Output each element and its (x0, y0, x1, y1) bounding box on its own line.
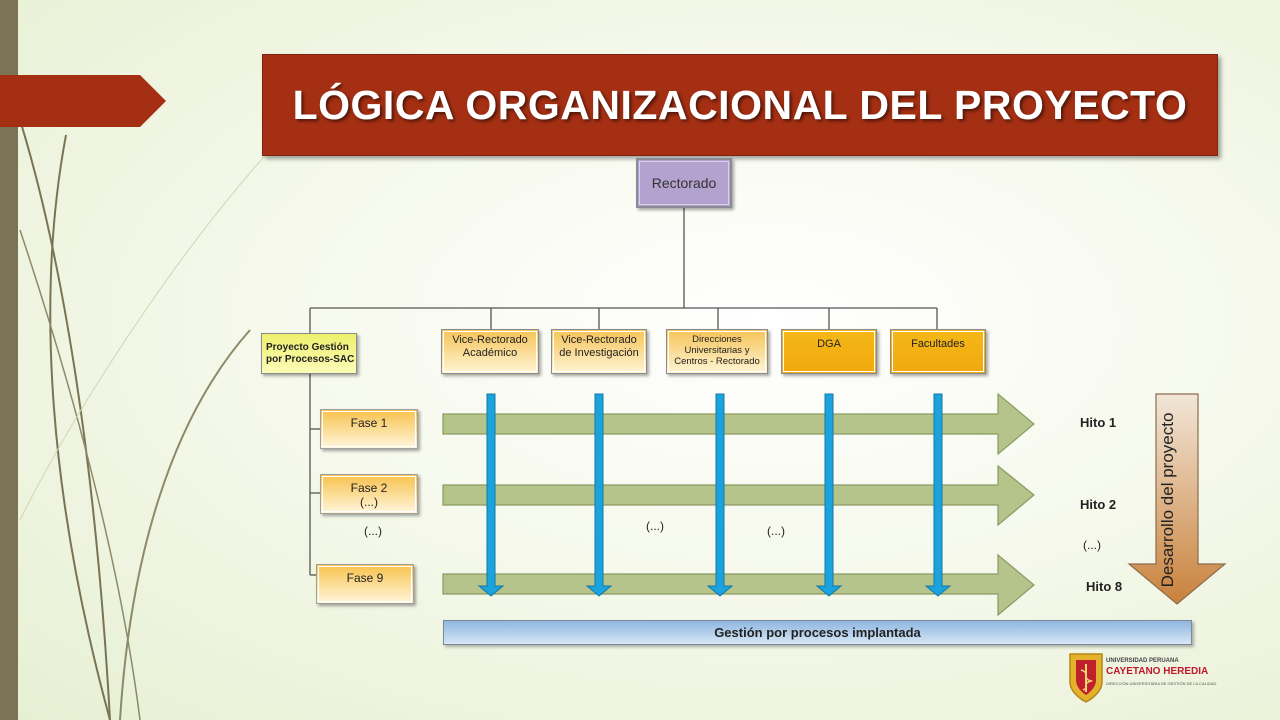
phase-arrow-2 (442, 464, 1035, 527)
ellipsis-milestones: (...) (1083, 538, 1101, 552)
unit-label: Facultades (911, 338, 965, 350)
ellipsis-center-1: (...) (646, 519, 664, 533)
unit-node-dga: DGA (781, 329, 877, 374)
unit-label: Direcciones (692, 334, 742, 345)
phase-label: Fase 1 (350, 416, 388, 430)
unit-label: de Investigación (559, 347, 639, 359)
title-banner: LÓGICA ORGANIZACIONAL DEL PROYECTO (262, 54, 1218, 156)
unit-label: Vice-Rectorado (561, 334, 637, 346)
logo-text-name: CAYETANO HEREDIA (1106, 666, 1209, 677)
project-label-line1: Proyecto Gestión (266, 341, 349, 353)
rectorado-label: Rectorado (651, 175, 717, 191)
logo-text-university: UNIVERSIDAD PERUANA (1106, 658, 1179, 664)
project-label-line2: por Procesos-SAC (266, 353, 355, 365)
unit-node-facultades: Facultades (890, 329, 986, 374)
unit-label: DGA (817, 338, 841, 350)
project-node: Proyecto Gestión por Procesos-SAC (261, 333, 357, 374)
rectorado-node: Rectorado (636, 158, 732, 208)
logo-text-department: DIRECCIÓN UNIVERSITARIA DE GESTIÓN DE LA… (1106, 681, 1217, 686)
left-accent-bar (0, 0, 18, 720)
milestone-2: Hito 2 (1080, 497, 1117, 512)
unit-down-arrow-5 (924, 393, 952, 597)
phase-label: (...) (360, 495, 378, 509)
phase-arrow-1 (442, 392, 1035, 456)
unit-label: Vice-Rectorado (452, 334, 528, 346)
milestone-8: Hito 8 (1086, 579, 1123, 594)
university-shield-logo (1069, 653, 1103, 703)
phase-label: Fase 9 (346, 571, 384, 585)
unit-node-vice-rectorado-investigacion: Vice-Rectorado de Investigación (551, 329, 647, 374)
milestone-1: Hito 1 (1080, 415, 1117, 430)
unit-down-arrow-2 (585, 393, 613, 597)
unit-node-direcciones-universitarias: Direcciones Universitarias y Centros - R… (666, 329, 768, 374)
unit-down-arrow-4 (815, 393, 843, 597)
unit-label: Académico (462, 347, 518, 359)
title-tag-arrow (0, 75, 166, 127)
unit-label: Universitarias y (684, 345, 750, 356)
phase-arrow-9 (442, 553, 1035, 617)
decorative-swoosh-lines (19, 119, 271, 720)
phase-node-1: Fase 1 (320, 409, 418, 449)
unit-down-arrow-1 (477, 393, 505, 597)
development-arrow (1127, 393, 1227, 605)
unit-down-arrow-3 (706, 393, 734, 597)
ellipsis-phases: (...) (364, 524, 382, 538)
development-label: Desarrollo del proyecto (1158, 412, 1177, 588)
phase-label: Fase 2 (350, 481, 388, 495)
page-title: LÓGICA ORGANIZACIONAL DEL PROYECTO (292, 81, 1188, 128)
ellipsis-center-2: (...) (767, 524, 785, 538)
phase-node-2: Fase 2 (...) (320, 474, 418, 514)
process-implemented-bar: Gestión por procesos implantada (443, 620, 1192, 645)
unit-label: Centros - Rectorado (674, 356, 760, 367)
phase-node-9: Fase 9 (316, 564, 414, 604)
process-implemented-label: Gestión por procesos implantada (714, 625, 921, 640)
unit-node-vice-rectorado-academico: Vice-Rectorado Académico (441, 329, 539, 374)
